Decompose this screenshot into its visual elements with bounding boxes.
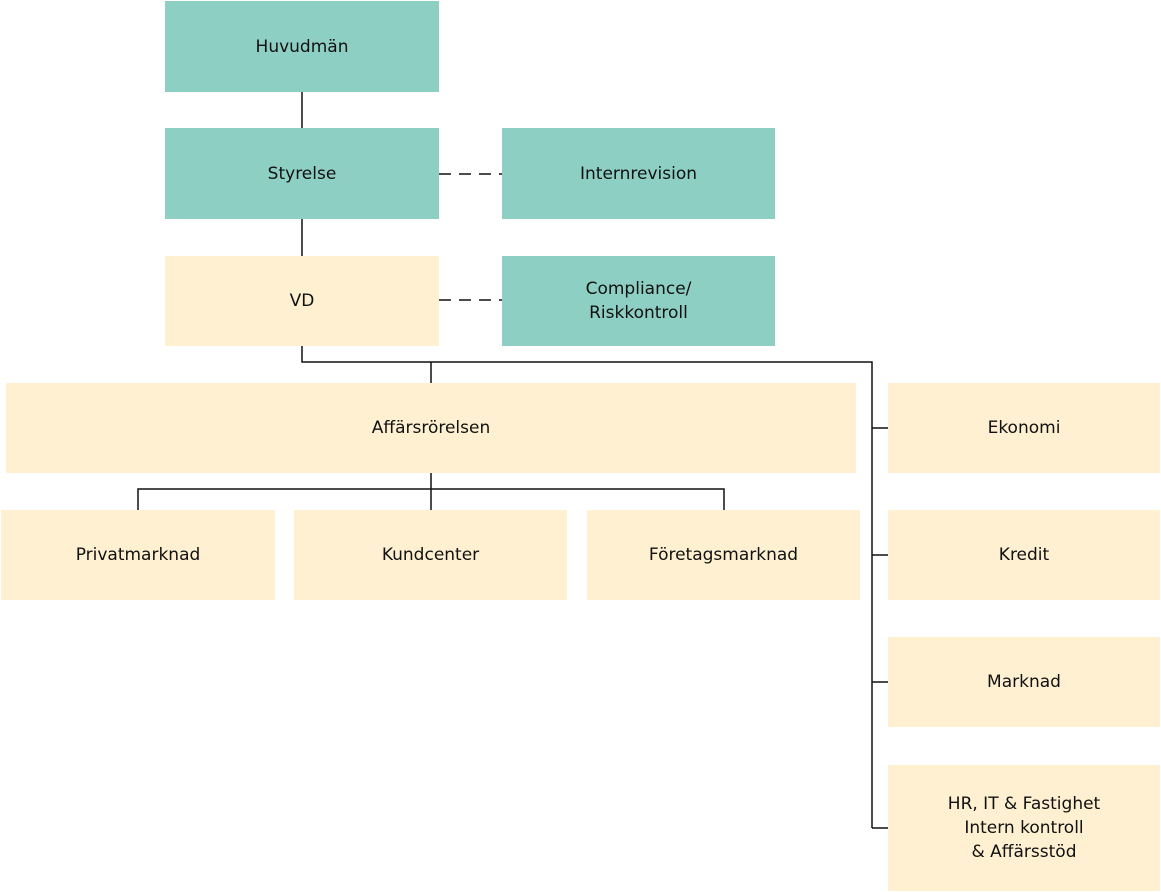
connector-subunits-bar [137, 488, 725, 510]
node-affarsrorelsen-label: Affärsrörelsen [371, 418, 491, 438]
node-kredit: Kredit [888, 510, 1160, 600]
node-privatmarknad: Privatmarknad [1, 510, 275, 600]
node-huvudman-label: Huvudmän [255, 36, 349, 57]
node-ekonomi: Ekonomi [888, 383, 1160, 473]
node-huvudman: Huvudmän [165, 1, 439, 92]
node-styrelse-label: Styrelse [267, 163, 337, 184]
node-marknad: Marknad [888, 637, 1160, 727]
node-compliance-label: Compliance/ Riskkontroll [585, 279, 692, 323]
node-privatmarknad-label: Privatmarknad [75, 545, 201, 565]
connector-vd-branch [301, 346, 873, 828]
node-foretagsmarknad: Företagsmarknad [587, 510, 860, 600]
node-foretagsmarknad-label: Företagsmarknad [648, 545, 799, 565]
node-styrelse: Styrelse [165, 128, 439, 219]
node-vd-label: VD [289, 291, 315, 311]
node-hr-label: HR, IT & Fastighet Intern kontroll & Aff… [947, 794, 1101, 862]
node-ekonomi-label: Ekonomi [987, 418, 1061, 438]
node-affarsrorelsen: Affärsrörelsen [6, 383, 856, 473]
node-compliance: Compliance/ Riskkontroll [502, 256, 775, 346]
node-kredit-label: Kredit [998, 545, 1050, 565]
node-marknad-label: Marknad [987, 672, 1061, 692]
node-kundcenter: Kundcenter [294, 510, 567, 600]
node-internrevision-label: Internrevision [580, 163, 697, 184]
node-internrevision: Internrevision [502, 128, 775, 219]
node-hr: HR, IT & Fastighet Intern kontroll & Aff… [888, 765, 1160, 891]
node-kundcenter-label: Kundcenter [381, 545, 480, 565]
node-vd: VD [165, 256, 439, 346]
